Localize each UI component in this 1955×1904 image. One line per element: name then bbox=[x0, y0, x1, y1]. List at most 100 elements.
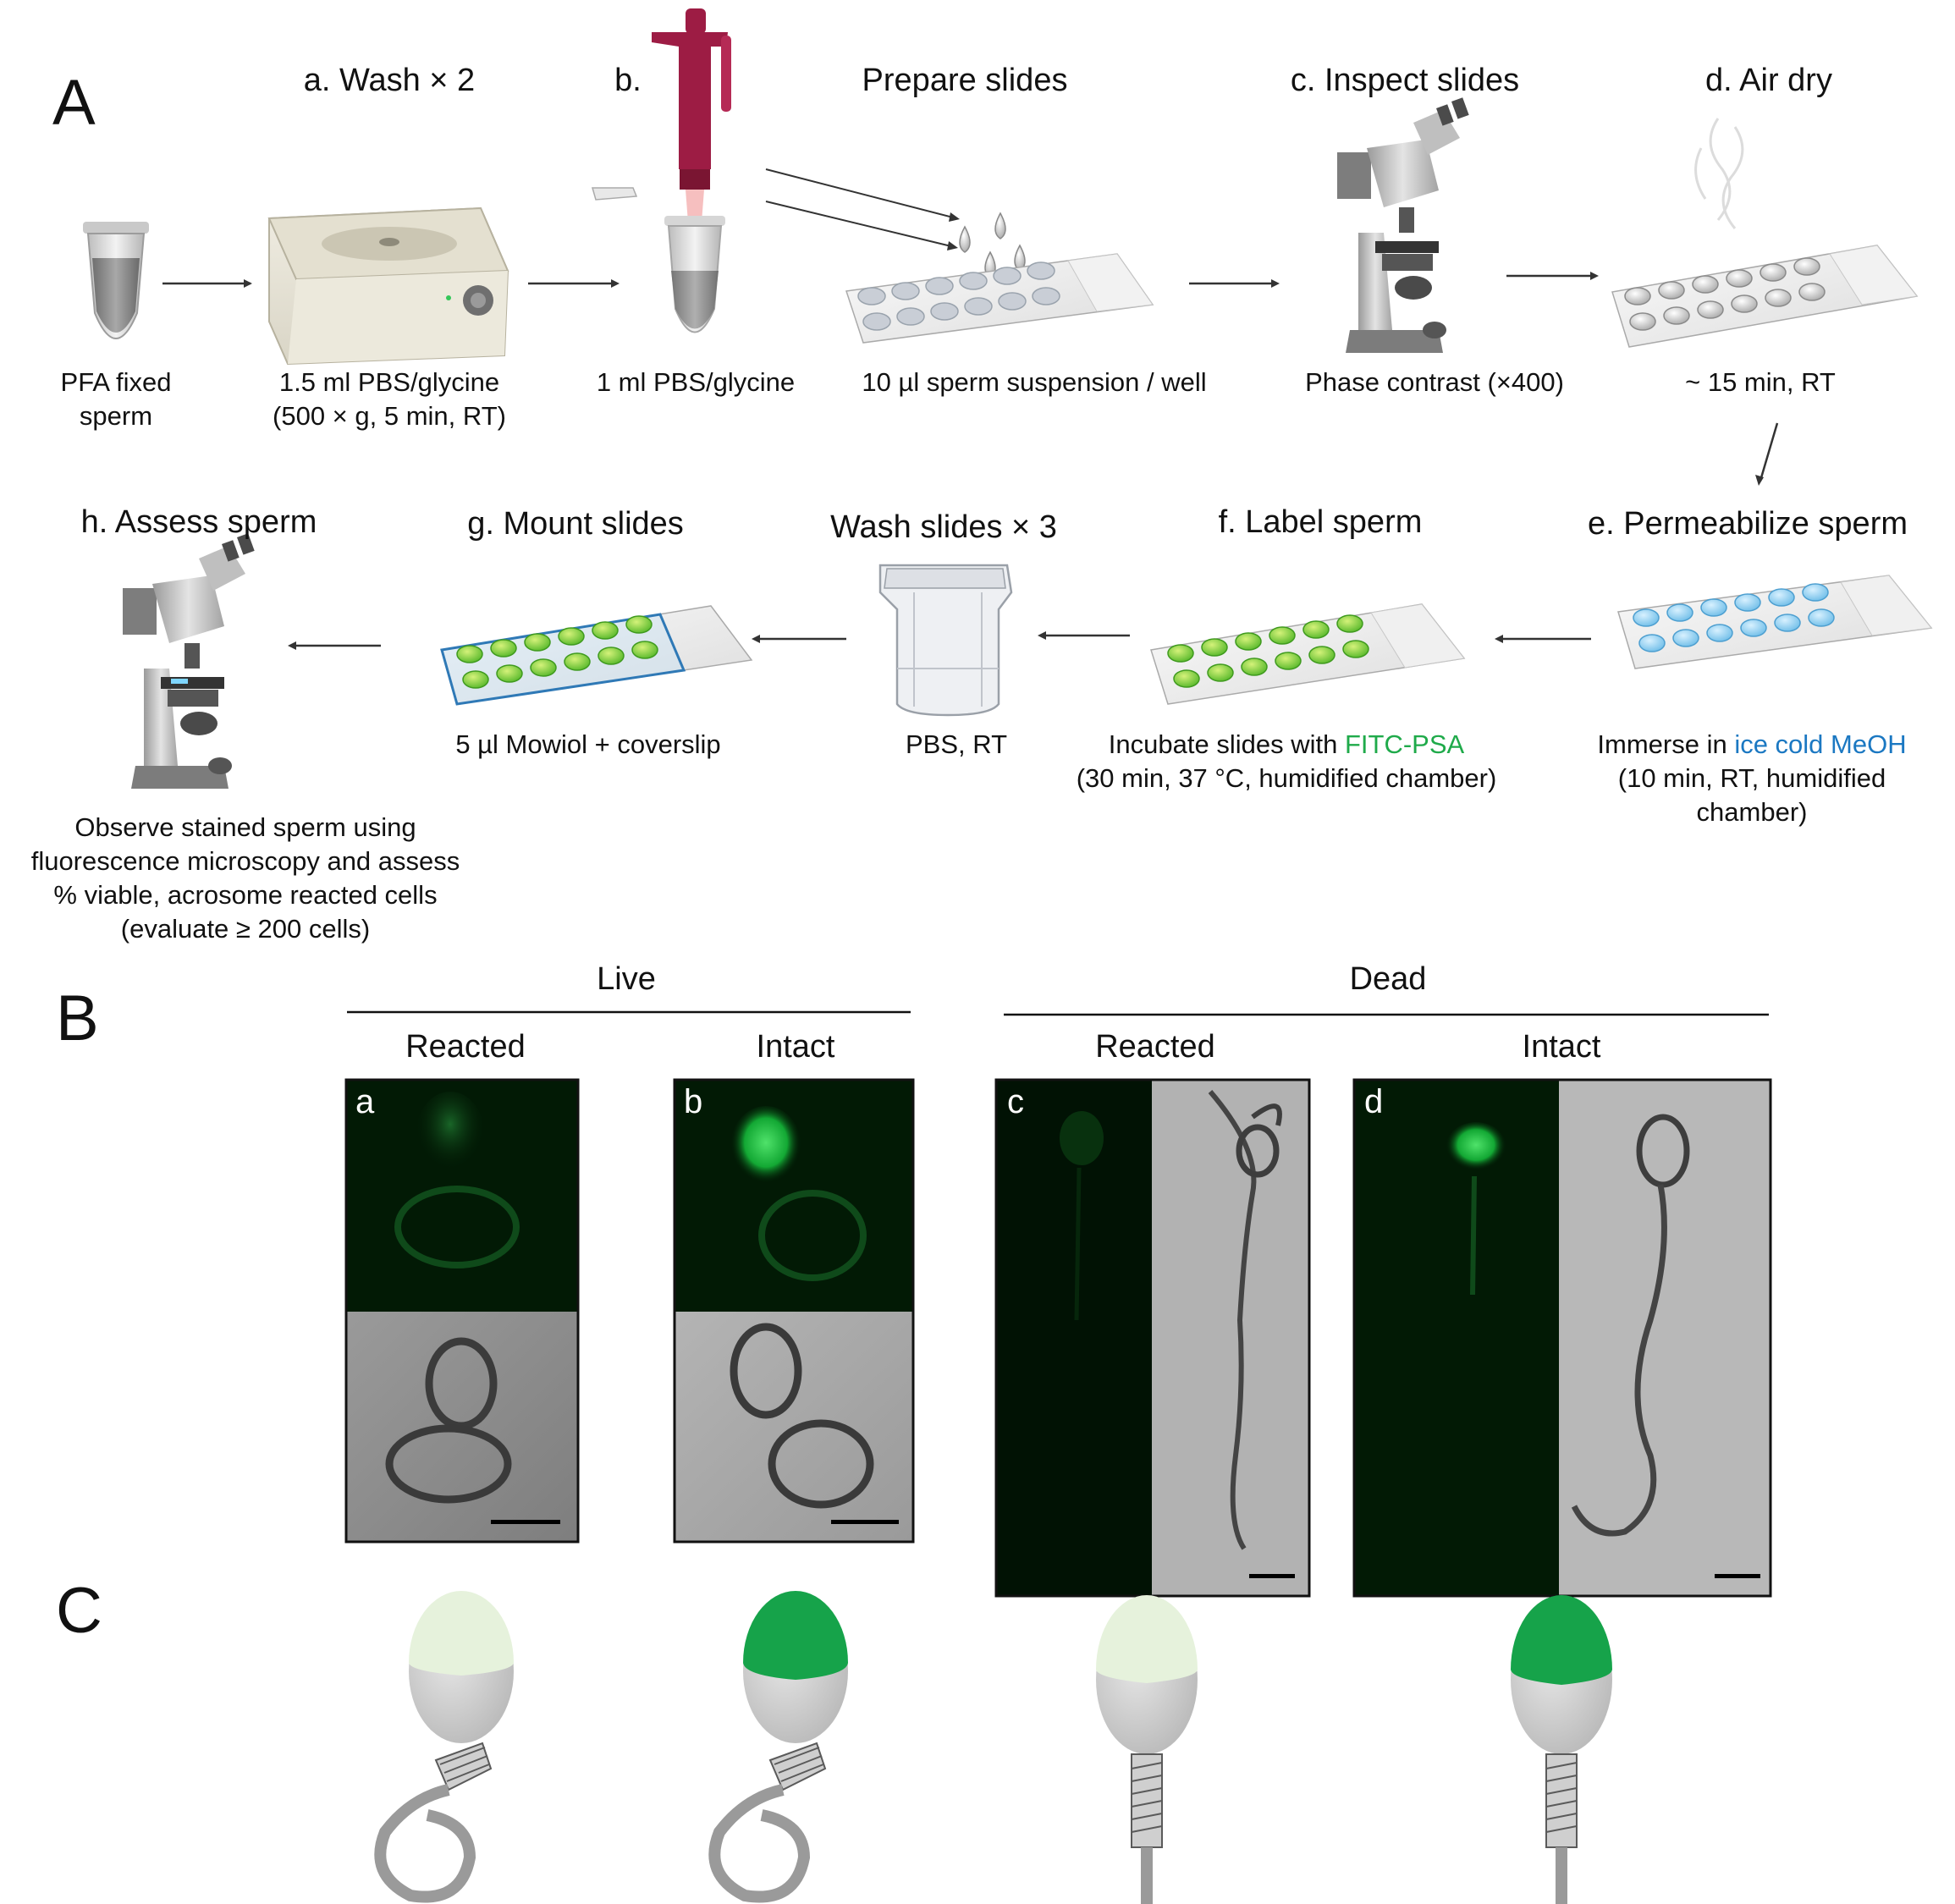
micrograph-letter-b: b bbox=[684, 1083, 703, 1120]
slide-well bbox=[1342, 640, 1369, 658]
arrow-icon bbox=[288, 641, 381, 650]
arrow-icon bbox=[162, 279, 252, 288]
slide-well bbox=[496, 664, 523, 683]
slide-well bbox=[1740, 619, 1767, 637]
slide-well bbox=[1672, 629, 1699, 647]
panel-label-b: B bbox=[56, 982, 99, 1054]
arrow-icon bbox=[1189, 279, 1280, 288]
slide-well bbox=[598, 647, 625, 665]
slide-well bbox=[964, 297, 993, 316]
tube-icon bbox=[83, 222, 149, 339]
slide-well bbox=[490, 639, 517, 658]
slide-well bbox=[1808, 608, 1835, 627]
sperm-dead-reacted bbox=[1096, 1595, 1198, 1904]
arrow-icon bbox=[1755, 422, 1779, 486]
slide-well bbox=[1638, 634, 1666, 652]
slide-well bbox=[1768, 588, 1795, 607]
slide-icon bbox=[440, 605, 753, 706]
arrow-icon bbox=[1038, 631, 1130, 640]
slide-well bbox=[857, 287, 886, 305]
label-observe-line3: % viable, acrosome reacted cells bbox=[53, 880, 438, 910]
step-c-title: c. Inspect slides bbox=[1290, 63, 1520, 98]
label-suspension: 10 µl sperm suspension / well bbox=[862, 367, 1207, 397]
slide-well bbox=[524, 633, 551, 652]
label-observe-line4: (evaluate ≥ 200 cells) bbox=[120, 914, 371, 944]
arrow-icon bbox=[528, 279, 620, 288]
arrow-icon bbox=[765, 168, 960, 250]
steam-icon bbox=[1694, 118, 1744, 229]
slide-wells bbox=[1624, 257, 1826, 331]
slide-icon bbox=[1150, 603, 1466, 705]
slide-well bbox=[564, 652, 591, 671]
slide-well bbox=[1032, 287, 1060, 305]
slide-well bbox=[1633, 608, 1660, 627]
step-d-title: d. Air dry bbox=[1705, 63, 1832, 98]
label-immerse-line3: chamber) bbox=[1696, 797, 1808, 827]
slide-wells bbox=[1633, 583, 1835, 652]
label-pbs-rt: PBS, RT bbox=[905, 729, 1008, 759]
slide-well bbox=[896, 307, 925, 326]
panel-label-a: A bbox=[52, 67, 96, 139]
wash-slides-title: Wash slides × 3 bbox=[830, 509, 1057, 545]
label-air-dry-time: ~ 15 min, RT bbox=[1685, 367, 1836, 397]
micrograph-letter-a: a bbox=[355, 1083, 375, 1120]
step-g-title: g. Mount slides bbox=[467, 506, 684, 542]
slide-well bbox=[1697, 300, 1724, 319]
slide-well bbox=[456, 645, 483, 663]
micrograph-d bbox=[1352, 1078, 1772, 1598]
slide-well bbox=[1201, 638, 1228, 657]
centrifuge-icon bbox=[267, 206, 509, 366]
label-incubate-line1: Incubate slides with FITC-PSA bbox=[1108, 729, 1465, 759]
slide-well bbox=[462, 670, 489, 689]
slide-well bbox=[1629, 312, 1656, 331]
label-immerse-line2: (10 min, RT, humidified bbox=[1617, 763, 1886, 793]
slide-wells bbox=[456, 615, 658, 689]
slide-well bbox=[1774, 614, 1801, 632]
slide-well bbox=[862, 312, 891, 331]
arrow-icon bbox=[1506, 272, 1599, 280]
slide-icon bbox=[1611, 245, 1919, 348]
slide-well bbox=[1658, 281, 1685, 300]
arrow-icon bbox=[752, 635, 846, 643]
label-incubate-line2: (30 min, 37 °C, humidified chamber) bbox=[1076, 763, 1497, 793]
slide-well bbox=[530, 658, 557, 677]
slide-well bbox=[1700, 598, 1727, 617]
slide-well bbox=[631, 641, 658, 659]
group-live-label: Live bbox=[597, 961, 656, 997]
slide-well bbox=[625, 615, 653, 634]
micrograph-c bbox=[994, 1078, 1311, 1598]
slide-well bbox=[1207, 663, 1234, 682]
step-a-title: a. Wash × 2 bbox=[303, 63, 476, 98]
label-wash-line1: 1.5 ml PBS/glycine bbox=[278, 367, 500, 397]
slide-well bbox=[998, 292, 1027, 311]
label-pfa-line2: sperm bbox=[79, 401, 153, 431]
micrograph-letter-d: d bbox=[1364, 1083, 1384, 1120]
label-pbs-glycine: 1 ml PBS/glycine bbox=[596, 367, 796, 397]
dead-intact-label: Intact bbox=[1522, 1029, 1601, 1065]
slide-well bbox=[1666, 603, 1693, 622]
slide-well bbox=[1663, 306, 1690, 325]
slide-well bbox=[1734, 593, 1761, 612]
slide-well bbox=[959, 272, 988, 290]
label-mowiol: 5 µl Mowiol + coverslip bbox=[455, 729, 721, 759]
slide-well bbox=[1302, 620, 1330, 639]
dead-reacted-label: Reacted bbox=[1095, 1029, 1215, 1065]
fitc-psa-highlight: FITC-PSA bbox=[1344, 729, 1465, 759]
sperm-dead-intact bbox=[1511, 1595, 1612, 1904]
slide-well bbox=[1173, 669, 1200, 688]
tube-icon bbox=[592, 187, 725, 333]
step-h-title: h. Assess sperm bbox=[80, 504, 317, 540]
staining-jar-icon bbox=[878, 564, 1013, 717]
slide-well bbox=[1798, 283, 1826, 301]
slide-well bbox=[558, 627, 585, 646]
step-e-title: e. Permeabilize sperm bbox=[1587, 506, 1908, 542]
slide-well bbox=[930, 302, 959, 321]
slide-well bbox=[1726, 269, 1753, 288]
microscope-icon bbox=[123, 533, 255, 789]
slide-well bbox=[993, 267, 1022, 285]
slide-well bbox=[1241, 658, 1268, 676]
micrograph-b bbox=[673, 1078, 915, 1544]
label-phase-contrast: Phase contrast (×400) bbox=[1305, 367, 1564, 397]
slide-well bbox=[1308, 646, 1335, 664]
